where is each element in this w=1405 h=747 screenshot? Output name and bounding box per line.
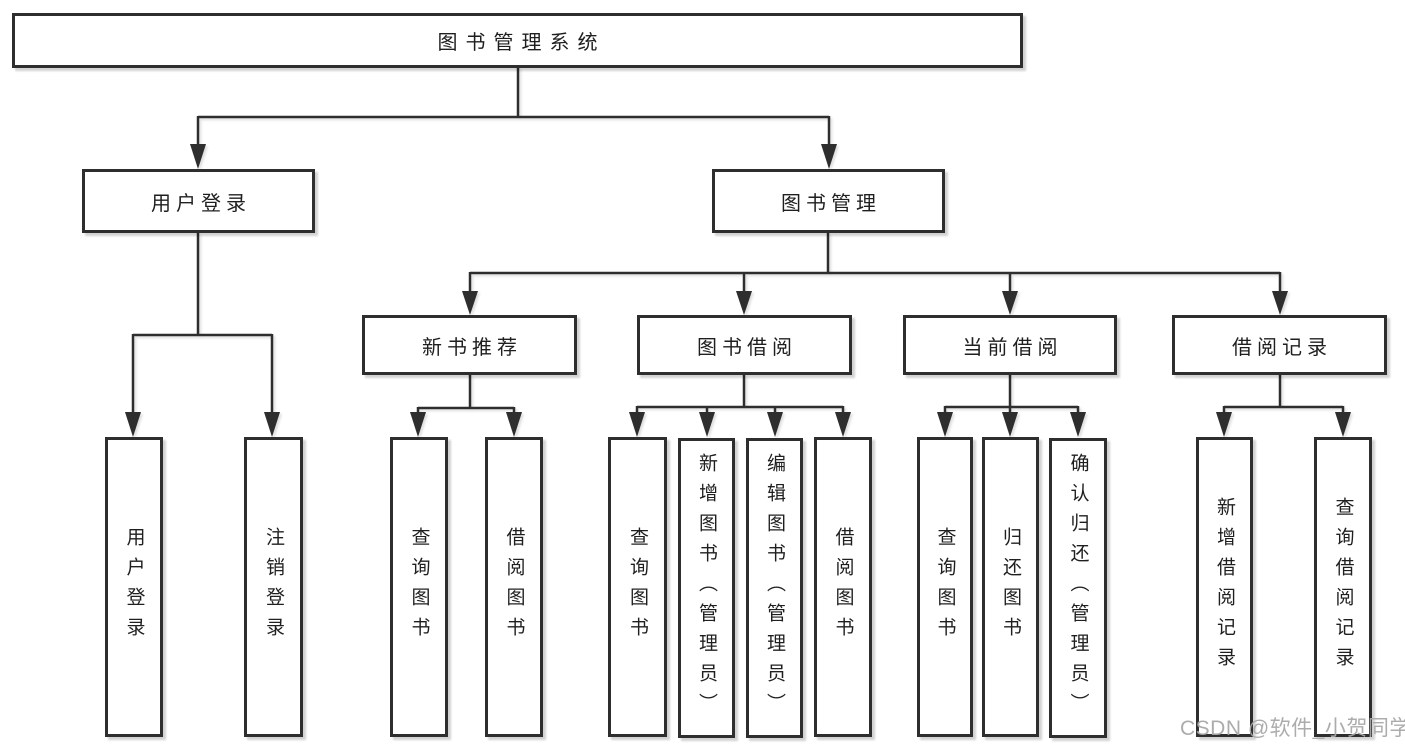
node-new-book-recommend: 新书推荐: [362, 315, 577, 375]
leaf-return-books: 归还图书: [982, 437, 1039, 737]
node-label: 归还图书: [1000, 527, 1021, 647]
leaf-borrow-books-recommend: 借阅图书: [485, 437, 543, 737]
leaf-user-login: 用户登录: [105, 437, 163, 737]
leaf-query-books-borrowing: 查询图书: [608, 437, 667, 737]
node-borrowing-records: 借阅记录: [1172, 315, 1387, 375]
node-label: 用户登录: [123, 527, 145, 647]
node-label: 编辑图书（管理员）: [764, 453, 785, 723]
leaf-logout: 注销登录: [244, 437, 303, 737]
node-label: 借阅图书: [503, 527, 525, 647]
arrowheads: [125, 144, 1351, 437]
leaf-add-borrow-record: 新增借阅记录: [1196, 437, 1253, 737]
leaf-borrow-books-borrowing: 借阅图书: [814, 437, 872, 737]
node-label: 确认归还（管理员）: [1067, 453, 1089, 723]
leaf-query-books-recommend: 查询图书: [390, 437, 448, 737]
node-user-login: 用户登录: [82, 169, 315, 233]
leaf-edit-book-admin: 编辑图书（管理员）: [746, 438, 803, 738]
node-label: 当前借阅: [962, 336, 1063, 359]
node-label: 查询借阅记录: [1332, 497, 1354, 677]
node-current-borrowing: 当前借阅: [903, 315, 1117, 375]
node-label: 图书管理: [781, 192, 881, 215]
node-library-management-system: 图书管理系统: [12, 13, 1023, 68]
node-label: 新书推荐: [422, 336, 522, 359]
node-label: 查询图书: [627, 527, 648, 647]
csdn-watermark: CSDN @软件_小贺同学: [1180, 717, 1405, 740]
leaf-query-borrow-record: 查询借阅记录: [1314, 437, 1372, 737]
node-label: 新增借阅记录: [1214, 497, 1235, 677]
node-label: 用户登录: [151, 192, 251, 215]
node-label: 图书借阅: [697, 336, 797, 359]
node-label: 借阅图书: [832, 527, 854, 647]
node-label: 图书管理系统: [437, 32, 606, 54]
leaf-confirm-return-admin: 确认归还（管理员）: [1049, 438, 1107, 738]
node-label: 查询图书: [408, 527, 430, 647]
node-label: 借阅记录: [1232, 336, 1332, 359]
node-book-management: 图书管理: [712, 169, 945, 233]
leaf-query-books-current: 查询图书: [917, 437, 973, 737]
node-book-borrowing: 图书借阅: [637, 315, 852, 375]
node-label: 注销登录: [263, 527, 284, 647]
node-label: 查询图书: [934, 527, 956, 647]
leaf-add-book-admin: 新增图书（管理员）: [678, 438, 735, 738]
node-label: 新增图书（管理员）: [696, 453, 717, 723]
